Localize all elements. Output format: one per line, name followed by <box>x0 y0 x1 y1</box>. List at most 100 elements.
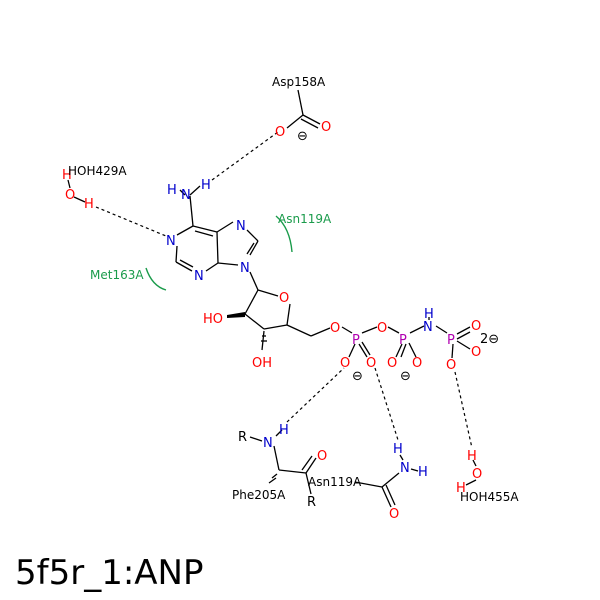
bond <box>246 229 259 242</box>
atom-o: O <box>471 319 481 334</box>
atom-h: H <box>84 197 94 212</box>
atom-h: H <box>201 178 211 193</box>
atom-h: H <box>167 183 177 198</box>
bond <box>399 454 404 461</box>
atom-r: R <box>238 430 247 445</box>
bond <box>348 343 356 358</box>
atom-oh: OH <box>252 356 272 371</box>
hbond-hoh455 <box>454 371 473 449</box>
bond <box>354 481 383 488</box>
charge-minus: ⊖ <box>297 129 308 144</box>
bond <box>395 343 403 358</box>
bond <box>387 326 400 334</box>
bond <box>361 341 371 356</box>
bond <box>189 195 194 227</box>
atom-h: H <box>456 481 466 496</box>
bond <box>361 326 378 334</box>
bond <box>176 225 194 236</box>
atom-n: N <box>181 188 191 203</box>
atom-p: P <box>399 333 407 348</box>
bond <box>216 221 234 233</box>
bond <box>249 240 259 256</box>
bond <box>175 245 178 263</box>
hbond-hoh429 <box>95 206 167 237</box>
bond <box>194 230 214 237</box>
hbond-phe205 <box>286 367 345 423</box>
charge-2minus: 2⊖ <box>480 332 499 347</box>
atom-o: O <box>471 345 481 360</box>
charge-minus: ⊖ <box>400 369 411 384</box>
bond <box>273 445 280 471</box>
residue-label-hoh429: HOH429A <box>68 164 127 178</box>
bond <box>409 325 425 334</box>
bond <box>175 261 193 272</box>
atom-o: O <box>377 321 387 336</box>
atom-o: O <box>389 507 399 522</box>
bond <box>205 262 219 272</box>
bond <box>456 326 471 335</box>
bond <box>244 289 259 315</box>
atom-o: O <box>65 188 75 203</box>
residue-labels: Asp158A HOH429A Asn119A Met163A Phe205A … <box>68 75 519 504</box>
bond <box>310 327 331 337</box>
atom-n: N <box>240 261 250 276</box>
bond <box>385 484 396 506</box>
contact-arc-asn119 <box>275 215 293 253</box>
residue-label-met163: Met163A <box>90 268 144 282</box>
atom-labels: O O ⊖ H O H H N H N N N N O HO OH O P O … <box>62 120 499 522</box>
atom-o: O <box>275 125 285 140</box>
atom-o: O <box>366 356 376 371</box>
bond <box>456 340 471 350</box>
atom-n: N <box>263 436 273 451</box>
bond <box>192 225 218 233</box>
bond <box>278 469 307 474</box>
bond <box>286 114 304 129</box>
bond <box>249 271 259 291</box>
charge-minus: ⊖ <box>352 369 363 384</box>
atom-o: O <box>279 291 289 306</box>
bond <box>257 289 279 297</box>
bond <box>341 326 353 334</box>
atom-o: O <box>412 356 422 371</box>
atom-n: N <box>194 269 204 284</box>
bond <box>301 455 313 471</box>
bond <box>189 185 201 196</box>
bond <box>217 262 239 266</box>
residue-label-asn119-contact: Asn119A <box>278 212 332 226</box>
atom-n: N <box>236 219 246 234</box>
bond <box>456 331 471 340</box>
bond <box>472 459 477 467</box>
atom-h: H <box>62 168 72 183</box>
residue-label-asn119-hbond: Asn119A <box>308 475 362 489</box>
bond <box>263 324 288 330</box>
bond <box>305 472 312 495</box>
atom-o: O <box>446 358 456 373</box>
bond <box>246 242 255 255</box>
atom-o: O <box>387 356 397 371</box>
atom-o: O <box>321 120 331 135</box>
diagram-title: 5f5r_1:ANP <box>15 553 204 593</box>
bond <box>67 179 71 189</box>
bond <box>249 436 263 442</box>
bond <box>381 472 400 488</box>
bond <box>73 196 86 203</box>
atom-ho: HO <box>203 312 223 327</box>
atom-o: O <box>317 449 327 464</box>
bond <box>244 313 265 330</box>
atom-r: R <box>307 495 316 510</box>
bond <box>286 303 291 326</box>
atom-h: H <box>279 423 289 438</box>
bond <box>179 259 194 268</box>
contact-arc-met163 <box>145 267 167 291</box>
atom-n: N <box>400 461 410 476</box>
bond <box>271 473 278 479</box>
atom-o: O <box>330 321 340 336</box>
hydrogen-bonds <box>95 131 473 449</box>
residue-label-phe205: Phe205A <box>232 488 286 502</box>
bond <box>408 342 417 358</box>
hbond-asn119 <box>374 367 399 441</box>
bond <box>305 457 317 474</box>
hydrophobic-contacts <box>145 215 293 291</box>
atom-p: P <box>447 333 455 348</box>
